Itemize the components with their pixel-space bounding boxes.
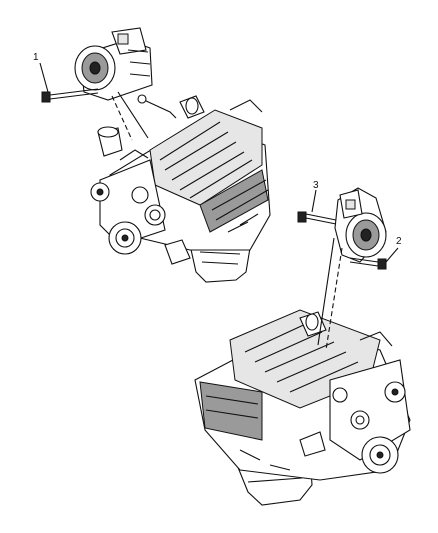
ac-compressor-lower <box>335 188 386 262</box>
bolt-1 <box>42 89 98 102</box>
upper-engine-assembly <box>91 95 270 282</box>
lower-leader-lines <box>312 190 398 350</box>
bolt-2 <box>350 258 386 269</box>
ac-compressor-upper <box>75 28 152 100</box>
upper-leader-lines <box>40 63 148 140</box>
callout-3: 3 <box>313 180 319 191</box>
callout-1: 1 <box>33 52 39 63</box>
callout-2: 2 <box>396 236 402 247</box>
lower-engine-assembly <box>195 310 410 505</box>
bolt-3 <box>298 212 336 224</box>
